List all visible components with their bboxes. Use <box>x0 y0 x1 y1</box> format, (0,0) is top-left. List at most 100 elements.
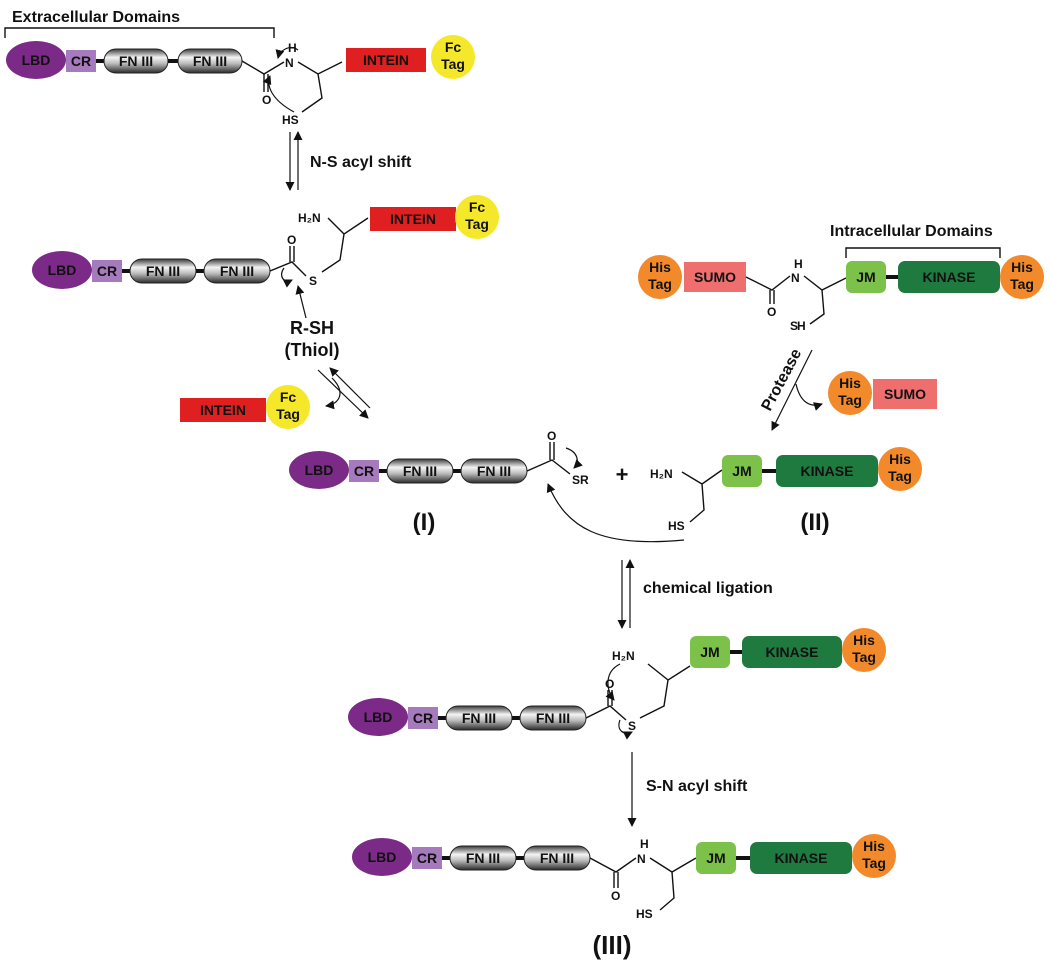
backbone-bond <box>585 665 691 721</box>
thioester-s: S <box>628 719 636 733</box>
sn-shift-label: S-N acyl shift <box>646 778 748 795</box>
fn3-label-1: FN III <box>146 263 180 279</box>
sr-label: SR <box>572 473 589 487</box>
fn3-label-2: FN III <box>193 53 227 69</box>
side-chain-bond <box>809 289 825 325</box>
cr-domain <box>66 50 96 72</box>
sumo-domain <box>873 379 937 409</box>
cr-label: CR <box>417 850 437 866</box>
kinase-domain <box>776 455 878 487</box>
jm-label: JM <box>856 269 875 285</box>
jm-domain <box>696 842 736 874</box>
cr-domain <box>349 460 379 482</box>
jm-label: JM <box>732 463 751 479</box>
carbonyl-bond <box>289 246 295 262</box>
protease-label: Protease <box>759 346 806 414</box>
construct-extracellular-intein: Extracellular Domains LBD CR FN III FN I… <box>4 9 475 127</box>
his-tag-label-1: His <box>889 451 911 467</box>
carbonyl-bond <box>613 872 619 888</box>
his-tag-label-1: His <box>863 838 885 854</box>
curved-arrow <box>262 75 295 113</box>
his-tag-label-2: Tag <box>838 392 862 408</box>
release-arrow <box>795 383 823 411</box>
sh-h: H <box>797 319 806 333</box>
kinase-domain <box>898 261 1000 293</box>
his-tag <box>828 371 872 415</box>
carbonyl-o: O <box>547 429 556 443</box>
lbd-label: LBD <box>368 849 397 865</box>
forward-arrow <box>317 369 369 419</box>
kinase-domain <box>750 842 852 874</box>
curved-arrow <box>565 447 583 469</box>
fn3-label-2: FN III <box>536 710 570 726</box>
protease-step: Protease His Tag SUMO <box>759 346 937 431</box>
chemical-ligation-label: chemical ligation <box>643 580 773 597</box>
compound-i-label: (I) <box>413 509 436 536</box>
chemical-ligation-step: chemical ligation <box>617 559 773 629</box>
kinase-label: KINASE <box>801 463 854 479</box>
fc-tag <box>266 385 310 429</box>
jm-domain <box>690 636 730 668</box>
amide-n: N <box>285 56 294 70</box>
his-tag <box>638 255 682 299</box>
transthioesterification-step: INTEIN Fc Tag <box>180 367 371 429</box>
cr-label: CR <box>354 463 374 479</box>
cr-domain <box>92 260 122 282</box>
thiol-name: (Thiol) <box>285 340 340 360</box>
amine-h2n: H₂N <box>650 467 673 481</box>
intein-label: INTEIN <box>390 211 436 227</box>
release-arrow <box>325 377 341 410</box>
fn3-label-1: FN III <box>466 850 500 866</box>
fn3-label-2: FN III <box>540 850 574 866</box>
side-chain-bond <box>659 871 675 911</box>
carbonyl-o: O <box>262 93 271 107</box>
plus-sign: + <box>616 462 629 487</box>
fc-tag <box>455 195 499 239</box>
attack-arrow <box>295 285 307 319</box>
thioester-bond <box>526 459 571 475</box>
curved-arrow <box>275 46 299 59</box>
fc-tag <box>431 35 475 79</box>
his-tag-label-1: His <box>853 632 875 648</box>
his-tag-label-1: His <box>1011 259 1033 275</box>
amine-h2n: H₂N <box>612 649 635 663</box>
jm-domain <box>722 455 762 487</box>
curved-arrow <box>618 719 633 740</box>
amide-n: N <box>791 271 800 285</box>
fc-tag-label-2: Tag <box>441 56 465 72</box>
his-tag-label-2: Tag <box>1010 276 1034 292</box>
amide-n: N <box>637 852 646 866</box>
fn3-label-1: FN III <box>119 53 153 69</box>
fc-tag-label-1: Fc <box>469 199 486 215</box>
sumo-domain <box>684 262 746 292</box>
compound-iii-label: (III) <box>593 930 632 960</box>
carbonyl-o: O <box>611 889 620 903</box>
jm-label: JM <box>700 644 719 660</box>
intein-label: INTEIN <box>363 52 409 68</box>
compound-i: LBD CR FN III FN III O SR (I) <box>289 429 589 536</box>
his-tag <box>1000 255 1044 299</box>
carbonyl-bond <box>769 290 775 304</box>
ns-shift-label: N-S acyl shift <box>310 154 412 171</box>
lbd-domain <box>352 838 412 876</box>
jm-label: JM <box>706 850 725 866</box>
curved-arrow <box>280 267 293 288</box>
kinase-label: KINASE <box>775 850 828 866</box>
carbonyl-o: O <box>767 305 776 319</box>
carbonyl-bond <box>549 442 555 460</box>
fc-tag-label-1: Fc <box>280 389 297 405</box>
lbd-label: LBD <box>22 52 51 68</box>
construct-ligation-intermediate: LBD CR FN III FN III O S H₂N JM KINASE H… <box>348 628 886 740</box>
thioester-s: S <box>309 274 317 288</box>
lbd-label: LBD <box>48 262 77 278</box>
fn3-label-2: FN III <box>220 263 254 279</box>
lbd-label: LBD <box>305 462 334 478</box>
fc-tag-label-2: Tag <box>465 216 489 232</box>
intein-domain <box>370 207 456 231</box>
fn3-label-1: FN III <box>403 463 437 479</box>
cr-domain <box>412 847 442 869</box>
protease-arrow <box>771 349 813 431</box>
lbd-domain <box>289 451 349 489</box>
kinase-domain <box>742 636 842 668</box>
his-tag-label-1: His <box>839 375 861 391</box>
